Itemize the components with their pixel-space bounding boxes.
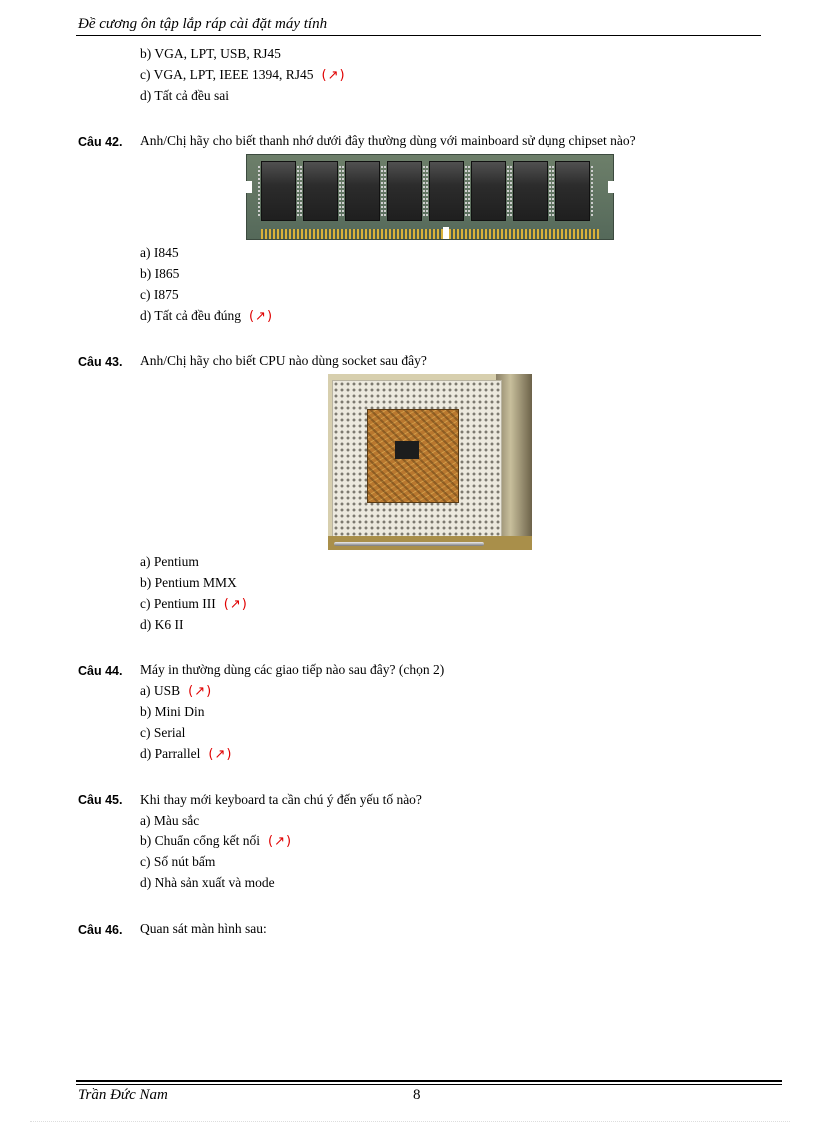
correct-answer-mark: (↗)	[267, 834, 292, 849]
question-label: Câu 45.	[78, 793, 123, 807]
correct-answer-mark: (↗)	[188, 684, 212, 699]
ram-module-image	[246, 154, 614, 240]
option-c: c) I875	[140, 287, 179, 302]
socket-lever	[334, 542, 484, 546]
memory-chip	[300, 161, 341, 221]
option-c: c) Số nút bấm	[140, 854, 216, 869]
option-c: c) Serial	[140, 725, 186, 740]
correct-answer-mark: (↗)	[248, 309, 273, 324]
option-text: c) Pentium III	[140, 596, 216, 611]
question-text: Anh/Chị hãy cho biết CPU nào dùng socket…	[140, 353, 427, 368]
option-a: a) I845	[140, 245, 179, 260]
option-a: a) Pentium	[140, 554, 199, 569]
option-prev-c: c) VGA, LPT, IEEE 1394, RJ45 (↗)	[140, 67, 345, 84]
option-d: d) Parrallel (↗)	[140, 746, 231, 763]
footer-divider	[76, 1080, 782, 1082]
arrow-up-right-icon: ↗	[214, 747, 226, 762]
page-bottom-border	[30, 1121, 790, 1122]
arrow-up-right-icon: ↗	[255, 309, 266, 324]
arrow-up-right-icon: ↗	[194, 684, 206, 699]
question-label: Câu 43.	[78, 355, 123, 369]
option-text: b) Chuẩn cổng kết nối	[140, 833, 260, 848]
gold-pins	[261, 229, 599, 239]
cpu-core	[395, 441, 419, 459]
key-notch	[443, 227, 449, 239]
option-b: b) I865	[140, 266, 180, 281]
option-c: c) Pentium III (↗)	[140, 596, 247, 613]
question-text: Máy in thường dùng các giao tiếp nào sau…	[140, 662, 445, 677]
arrow-up-right-icon: ↗	[274, 834, 285, 849]
module-side-notch	[246, 181, 252, 193]
option-b: b) Chuẩn cổng kết nối (↗)	[140, 833, 291, 850]
memory-chip	[258, 161, 299, 221]
option-d: d) Tất cả đều đúng (↗)	[140, 308, 272, 325]
option-a: a) Màu sắc	[140, 813, 200, 828]
option-d: d) K6 II	[140, 617, 184, 632]
page-number: 8	[413, 1087, 421, 1103]
correct-answer-mark: (↗)	[223, 597, 247, 612]
footer-author: Trần Đức Nam	[78, 1087, 168, 1103]
question-text: Khi thay mới keyboard ta cần chú ý đến y…	[140, 792, 422, 807]
memory-chip	[468, 161, 509, 221]
question-label: Câu 42.	[78, 135, 123, 149]
question-text: Quan sát màn hình sau:	[140, 921, 267, 936]
correct-answer-mark: (↗)	[321, 68, 345, 83]
option-text: a) USB	[140, 683, 181, 698]
option-prev-d: d) Tất cả đều sai	[140, 88, 229, 103]
option-text: d) Parrallel	[140, 746, 201, 761]
document-header-title: Đề cương ôn tập lắp ráp cài đặt máy tính	[78, 16, 328, 32]
header-divider	[76, 35, 761, 36]
socket-side	[496, 374, 532, 550]
option-prev-b: b) VGA, LPT, USB, RJ45	[140, 46, 281, 61]
option-d: d) Nhà sản xuất và mode	[140, 875, 275, 890]
cpu-socket-image	[328, 374, 532, 550]
arrow-up-right-icon: ↗	[327, 68, 339, 83]
option-b: b) Pentium MMX	[140, 575, 237, 590]
correct-answer-mark: (↗)	[208, 747, 232, 762]
memory-chip	[342, 161, 383, 221]
question-text: Anh/Chị hãy cho biết thanh nhớ dưới đây …	[140, 133, 636, 148]
question-label: Câu 44.	[78, 664, 123, 678]
footer-divider	[76, 1084, 782, 1085]
memory-chip	[426, 161, 467, 221]
memory-chip	[384, 161, 425, 221]
arrow-up-right-icon: ↗	[229, 597, 241, 612]
option-text: c) VGA, LPT, IEEE 1394, RJ45	[140, 67, 314, 82]
memory-chip	[552, 161, 593, 221]
option-text: d) Tất cả đều đúng	[140, 308, 241, 323]
module-side-notch	[608, 181, 614, 193]
socket-body	[332, 380, 502, 538]
question-label: Câu 46.	[78, 923, 123, 937]
option-a: a) USB (↗)	[140, 683, 211, 700]
memory-chip	[510, 161, 551, 221]
option-b: b) Mini Din	[140, 704, 205, 719]
